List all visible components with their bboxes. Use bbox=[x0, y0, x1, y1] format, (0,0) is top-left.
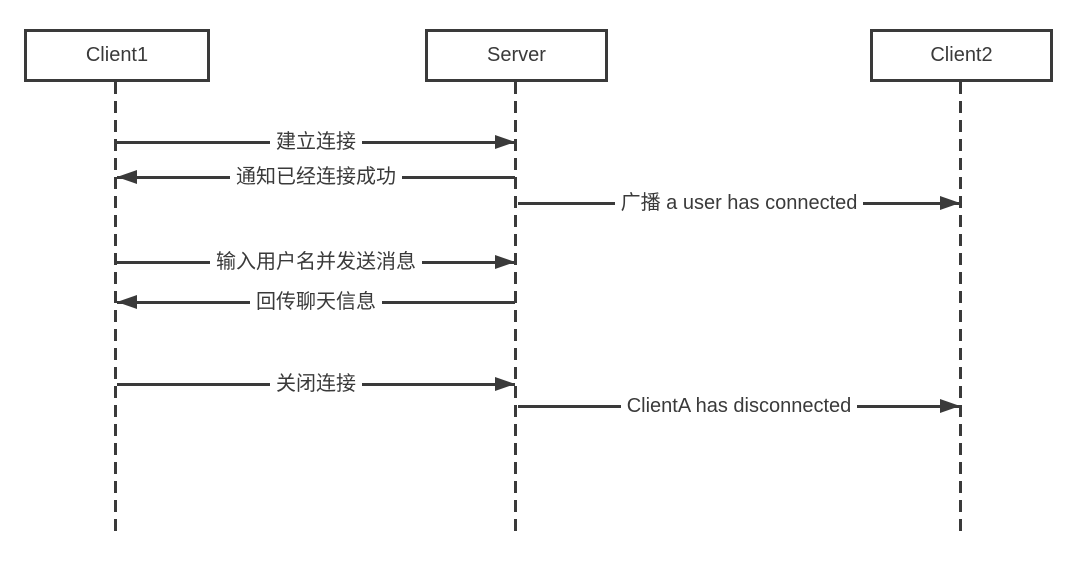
message-label: ClientA has disconnected bbox=[626, 395, 852, 417]
lifeline-client1 bbox=[114, 82, 117, 533]
message-label: 关闭连接 bbox=[276, 373, 356, 395]
message-line bbox=[117, 140, 270, 144]
actor-label-server: Server bbox=[487, 44, 546, 66]
message-establish-connection: 建立连接 bbox=[117, 130, 515, 154]
message-label: 输入用户名并发送消息 bbox=[216, 251, 416, 273]
message-label: 通知已经连接成功 bbox=[236, 166, 396, 188]
arrowhead-left-icon bbox=[117, 295, 137, 309]
message-client-disconnected: ClientA has disconnected bbox=[518, 394, 960, 418]
arrowhead-right-icon bbox=[940, 196, 960, 210]
actor-box-client1: Client1 bbox=[24, 29, 210, 82]
message-notify-connected: 通知已经连接成功 bbox=[117, 165, 515, 189]
lifeline-client2 bbox=[959, 82, 962, 533]
message-line bbox=[117, 260, 210, 264]
message-line bbox=[422, 260, 515, 264]
message-line bbox=[518, 404, 621, 408]
message-label: 建立连接 bbox=[276, 131, 356, 153]
message-line bbox=[863, 201, 961, 205]
message-line bbox=[402, 175, 515, 179]
message-label: 广播 a user has connected bbox=[620, 192, 858, 214]
actor-box-client2: Client2 bbox=[870, 29, 1053, 82]
message-line bbox=[518, 201, 615, 205]
message-line bbox=[857, 404, 960, 408]
arrowhead-right-icon bbox=[495, 135, 515, 149]
message-line bbox=[362, 140, 515, 144]
message-line bbox=[382, 300, 515, 304]
actor-label-client1: Client1 bbox=[85, 44, 149, 66]
message-line bbox=[117, 382, 270, 386]
arrowhead-right-icon bbox=[940, 399, 960, 413]
message-broadcast-user-connected: 广播 a user has connected bbox=[518, 191, 961, 215]
lifeline-server bbox=[514, 82, 517, 533]
message-line bbox=[362, 382, 515, 386]
message-close-connection: 关闭连接 bbox=[117, 372, 515, 396]
arrowhead-right-icon bbox=[495, 377, 515, 391]
actor-box-server: Server bbox=[425, 29, 608, 82]
message-return-chat-info: 回传聊天信息 bbox=[117, 290, 515, 314]
message-line bbox=[117, 175, 230, 179]
message-input-username-send: 输入用户名并发送消息 bbox=[117, 250, 515, 274]
arrowhead-right-icon bbox=[495, 255, 515, 269]
message-label: 回传聊天信息 bbox=[256, 291, 376, 313]
actor-label-client2: Client2 bbox=[930, 44, 993, 66]
message-line bbox=[117, 300, 250, 304]
arrowhead-left-icon bbox=[117, 170, 137, 184]
